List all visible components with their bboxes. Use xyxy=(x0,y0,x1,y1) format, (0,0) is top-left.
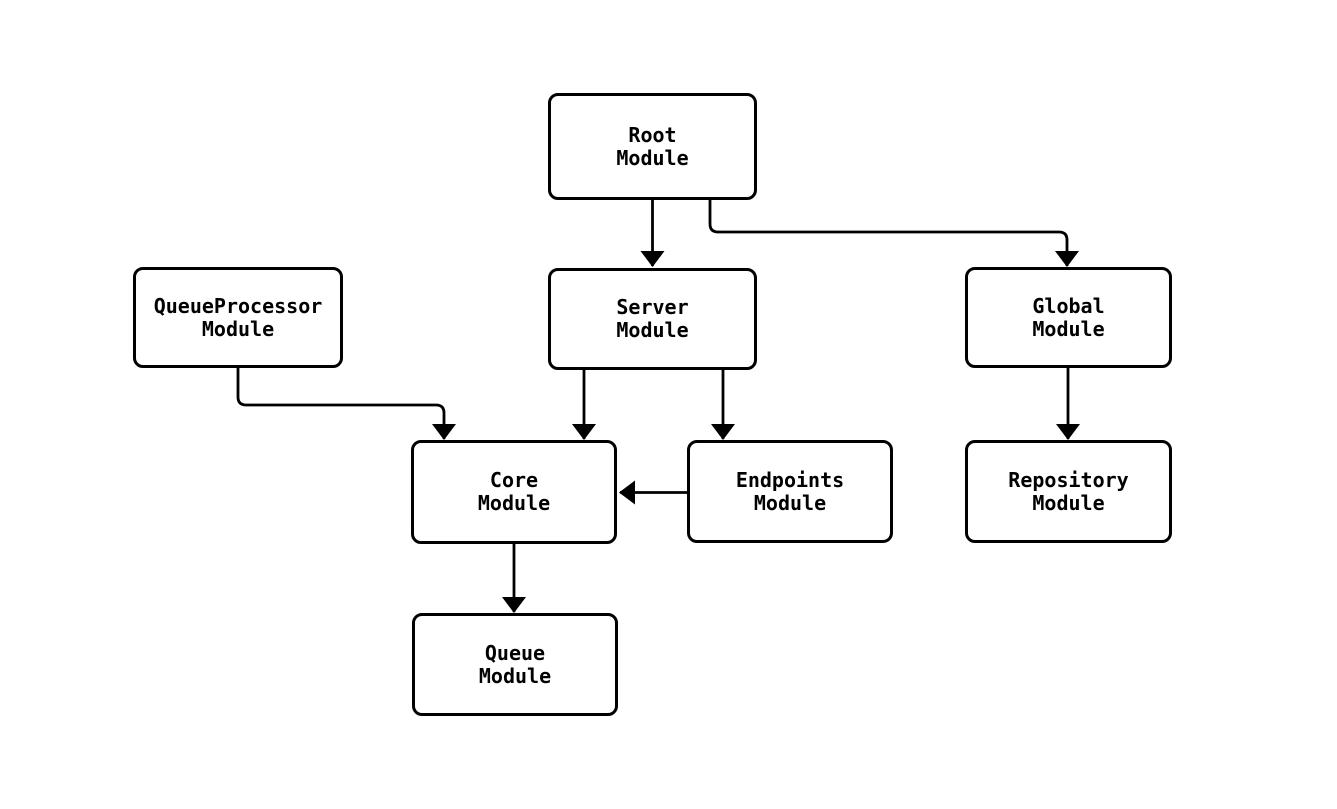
node-queueprocessor-module: QueueProcessor Module xyxy=(133,267,343,368)
node-label: Queue Module xyxy=(478,640,552,688)
edge-root-to-global xyxy=(708,200,1079,267)
node-label: Server Module xyxy=(616,295,689,342)
node-repository-module: Repository Module xyxy=(965,440,1172,543)
edge-queueprocessor-to-core xyxy=(236,368,456,440)
node-server-module: Server Module xyxy=(548,268,757,370)
node-core-module: Core Module xyxy=(411,440,617,544)
node-root-module: Root Module xyxy=(548,93,757,200)
node-label: Core Module xyxy=(477,468,551,515)
node-label: Global Module xyxy=(1032,293,1105,341)
node-global-module: Global Module xyxy=(965,267,1172,368)
node-queue-module: Queue Module xyxy=(412,613,618,716)
node-label: Repository Module xyxy=(1008,467,1129,515)
node-label: QueueProcessor Module xyxy=(153,293,323,341)
node-label: Root Module xyxy=(616,122,689,170)
node-endpoints-module: Endpoints Module xyxy=(687,440,893,543)
node-label: Endpoints Module xyxy=(735,467,845,515)
